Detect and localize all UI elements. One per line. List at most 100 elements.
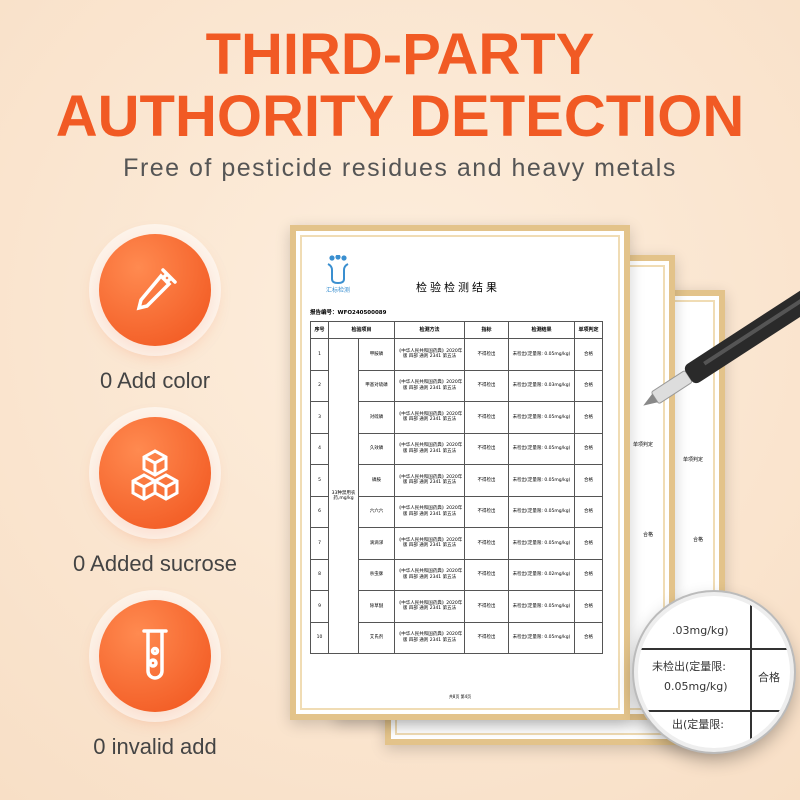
spec: 不得检出 (464, 621, 510, 654)
column-header: 检验项目 (327, 321, 396, 339)
test-item: 甲基对硫磷 (357, 369, 396, 402)
test-method: 《中华人民共和国药典》2020年版 四部 通则 2341 第五法 (394, 464, 466, 497)
row-number: 8 (310, 558, 329, 591)
test-tube-icon (99, 600, 211, 712)
feature-label: 0 Add color (99, 368, 211, 393)
page-footer: 共8页 第4页 (448, 694, 472, 699)
verdict: 合格 (574, 338, 604, 371)
table-row: 6 六六六《中华人民共和国药典》2020年版 四部 通则 2341 第五法不得检出… (310, 495, 604, 528)
row-number: 9 (310, 590, 329, 623)
test-item: 甲胺磷 (357, 338, 396, 371)
report-title: 检验检测结果 (416, 281, 500, 294)
row-number: 4 (310, 432, 329, 465)
column-header: 单项判定 (574, 321, 604, 339)
result: 未检出(定量限: 0.05mg/kg) (508, 527, 576, 560)
row-number: 3 (310, 401, 329, 434)
test-item: 久效磷 (357, 432, 396, 465)
spec: 不得检出 (464, 338, 510, 371)
magnified-result-label: 未检出(定量限: (652, 660, 726, 673)
test-method: 《中华人民共和国药典》2020年版 四部 通则 2341 第五法 (394, 495, 466, 528)
lab-logo: 汇标检测 (318, 254, 358, 294)
table-row: 8 杀虫脒《中华人民共和国药典》2020年版 四部 通则 2341 第五法不得检出… (310, 558, 604, 591)
test-item: 除草醚 (357, 590, 396, 623)
verdict: 合格 (574, 558, 604, 591)
feature-no-invalid-add: 0 invalid add (55, 600, 255, 760)
verdict: 合格 (574, 590, 604, 623)
table-row: 7 滴滴涕《中华人民共和国药典》2020年版 四部 通则 2341 第五法不得检出… (310, 527, 604, 560)
feature-label: 0 Added sucrose (73, 551, 237, 576)
back-verdict: 合格 (642, 532, 653, 538)
verdict: 合格 (574, 401, 604, 434)
subtitle: Free of pesticide residues and heavy met… (123, 154, 677, 182)
test-item: 六六六 (357, 495, 396, 528)
test-item: 对硫磷 (357, 401, 396, 434)
verdict: 合格 (574, 464, 604, 497)
back-verdict: 合格 (692, 537, 703, 543)
row-number: 2 (310, 369, 329, 402)
magnifier-lens: .03mg/kg) 未检出(定量限: 0.05mg/kg) 合格 出(定量限: (634, 592, 794, 752)
magnified-result-2: .03mg/kg) (672, 624, 729, 637)
row-number: 5 (310, 464, 329, 497)
spec: 不得检出 (464, 401, 510, 434)
feature-no-color: 0 Add color (55, 234, 255, 394)
test-method: 《中华人民共和国药典》2020年版 四部 通则 2341 第五法 (394, 338, 466, 371)
result: 未检出(定量限: 0.05mg/kg) (508, 621, 576, 654)
report-number: 报告编号：WFO240500089 (310, 310, 387, 316)
spec: 不得检出 (464, 527, 510, 560)
verdict: 合格 (574, 621, 604, 654)
spec: 不得检出 (464, 369, 510, 402)
spec: 不得检出 (464, 495, 510, 528)
verdict: 合格 (574, 495, 604, 528)
row-number: 6 (310, 495, 329, 528)
test-method: 《中华人民共和国药典》2020年版 四部 通则 2341 第五法 (394, 590, 466, 623)
test-item: 磷胺 (357, 464, 396, 497)
sugar-cubes-icon (99, 417, 211, 529)
report-page-front: 汇标检测 检验检测结果 报告编号：WFO240500089 序号检验项目检测方法… (290, 225, 630, 720)
result: 未检出(定量限: 0.05mg/kg) (508, 495, 576, 528)
feature-label: 0 invalid add (93, 734, 217, 759)
row-number: 7 (310, 527, 329, 560)
spec: 不得检出 (464, 464, 510, 497)
result: 未检出(定量限: 0.05mg/kg) (508, 590, 576, 623)
test-item: 滴滴涕 (357, 527, 396, 560)
column-header: 序号 (310, 321, 329, 339)
test-method: 《中华人民共和国药典》2020年版 四部 通则 2341 第五法 (394, 527, 466, 560)
result: 未检出(定量限: 0.05mg/kg) (508, 401, 576, 434)
spec: 不得检出 (464, 590, 510, 623)
headline-line-2: AUTHORITY DETECTION (55, 84, 745, 149)
result: 未检出(定量限: 0.03mg/kg) (508, 369, 576, 402)
test-item: 艾氏剂 (357, 621, 396, 654)
test-group: 33种禁用农药,mg/kg (328, 338, 359, 654)
table-row: 3 对硫磷《中华人民共和国药典》2020年版 四部 通则 2341 第五法不得检出… (310, 401, 604, 434)
back-header: 单项判定 (682, 457, 703, 463)
magnified-result-value: 0.05mg/kg) (664, 680, 728, 693)
magnified-verdict: 合格 (758, 671, 780, 684)
test-method: 《中华人民共和国药典》2020年版 四部 通则 2341 第五法 (394, 621, 466, 654)
logo-text: 汇标检测 (325, 286, 350, 294)
spec: 不得检出 (464, 432, 510, 465)
verdict: 合格 (574, 432, 604, 465)
test-item: 杀虫脒 (357, 558, 396, 591)
result: 未检出(定量限: 0.05mg/kg) (508, 338, 576, 371)
result: 未检出(定量限: 0.02mg/kg) (508, 558, 576, 591)
column-header: 指标 (464, 321, 510, 339)
spec: 不得检出 (464, 558, 510, 591)
test-method: 《中华人民共和国药典》2020年版 四部 通则 2341 第五法 (394, 558, 466, 591)
test-method: 《中华人民共和国药典》2020年版 四部 通则 2341 第五法 (394, 369, 466, 402)
result: 未检出(定量限: 0.05mg/kg) (508, 432, 576, 465)
back-header: 单项判定 (632, 442, 653, 448)
row-number: 10 (310, 621, 329, 654)
row-number: 1 (310, 338, 329, 371)
test-method: 《中华人民共和国药典》2020年版 四部 通则 2341 第五法 (394, 401, 466, 434)
verdict: 合格 (574, 369, 604, 402)
dropper-icon (99, 234, 211, 346)
pen-icon (643, 280, 800, 406)
magnified-result-6: 出(定量限: (672, 718, 724, 731)
column-header: 检测结果 (508, 321, 576, 339)
table-row: 10 艾氏剂《中华人民共和国药典》2020年版 四部 通则 2341 第五法不得检… (310, 621, 604, 654)
verdict: 合格 (574, 527, 604, 560)
